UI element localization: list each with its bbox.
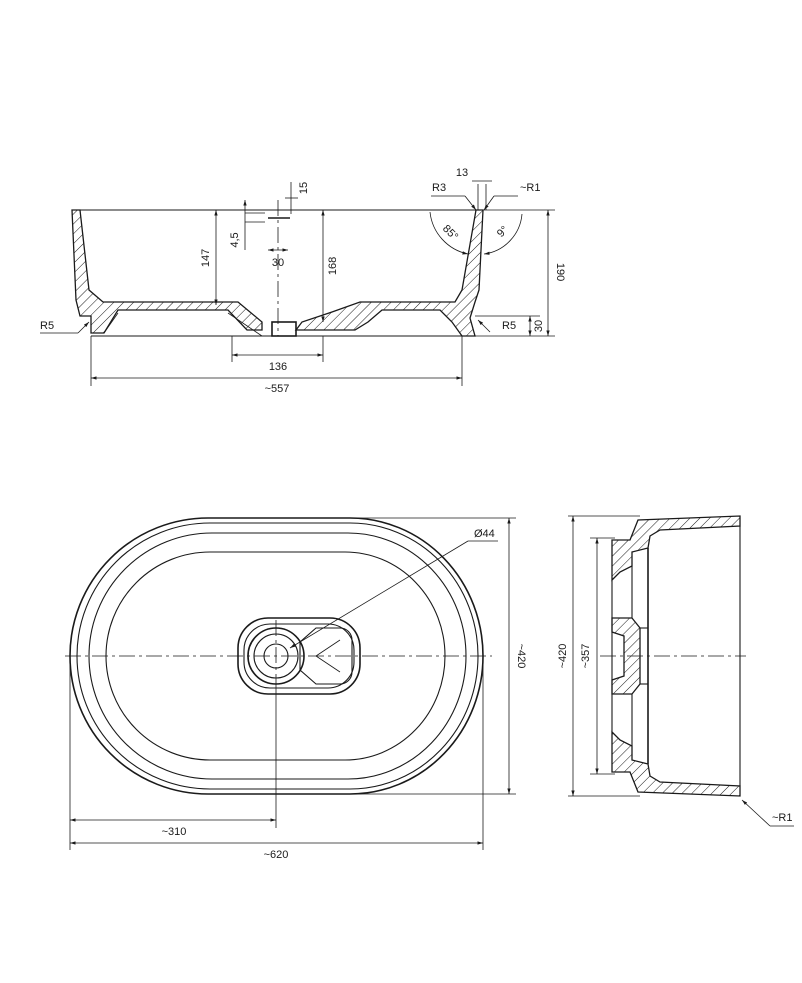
dim-r5-left: R5 xyxy=(40,320,54,332)
dim-136: 136 xyxy=(269,361,287,373)
dim-r3: R3 xyxy=(432,182,446,194)
left-wall-section xyxy=(71,209,263,334)
drain-housing xyxy=(237,617,361,695)
side-view: ~420 ~357 ~R1 xyxy=(557,515,794,827)
dim-15: 15 xyxy=(298,182,310,194)
right-wall-section xyxy=(294,209,484,337)
dim-drain-44: Ø44 xyxy=(474,528,495,540)
angle-9: 9° xyxy=(495,224,511,240)
dim-147: 147 xyxy=(200,249,212,267)
dim-190: 190 xyxy=(554,263,566,281)
dim-4-5: 4,5 xyxy=(229,232,241,247)
dim-height-420: ~420 xyxy=(515,644,527,669)
dim-r1-section: ~R1 xyxy=(520,182,541,194)
dim-width-620: ~620 xyxy=(264,849,289,861)
dim-side-r1: ~R1 xyxy=(772,812,793,824)
dim-30-base: 30 xyxy=(533,320,545,332)
dim-half-width-310: ~310 xyxy=(162,826,187,838)
section-view: 15 4,5 30 147 168 13 R3 ~R1 85° 9° xyxy=(40,167,566,395)
side-upper-wall xyxy=(611,515,741,582)
dim-13: 13 xyxy=(456,167,468,179)
basin-inner-bowl xyxy=(105,551,446,761)
dim-30-drain: 30 xyxy=(272,257,284,269)
side-lower-wall xyxy=(611,730,741,797)
dim-side-357: ~357 xyxy=(580,644,592,669)
top-view: Ø44 ~420 ~310 ~620 xyxy=(65,517,527,861)
dim-side-420: ~420 xyxy=(557,644,569,669)
dim-168: 168 xyxy=(327,257,339,275)
dim-r5-right: R5 xyxy=(502,320,516,332)
dim-557: ~557 xyxy=(265,383,290,395)
